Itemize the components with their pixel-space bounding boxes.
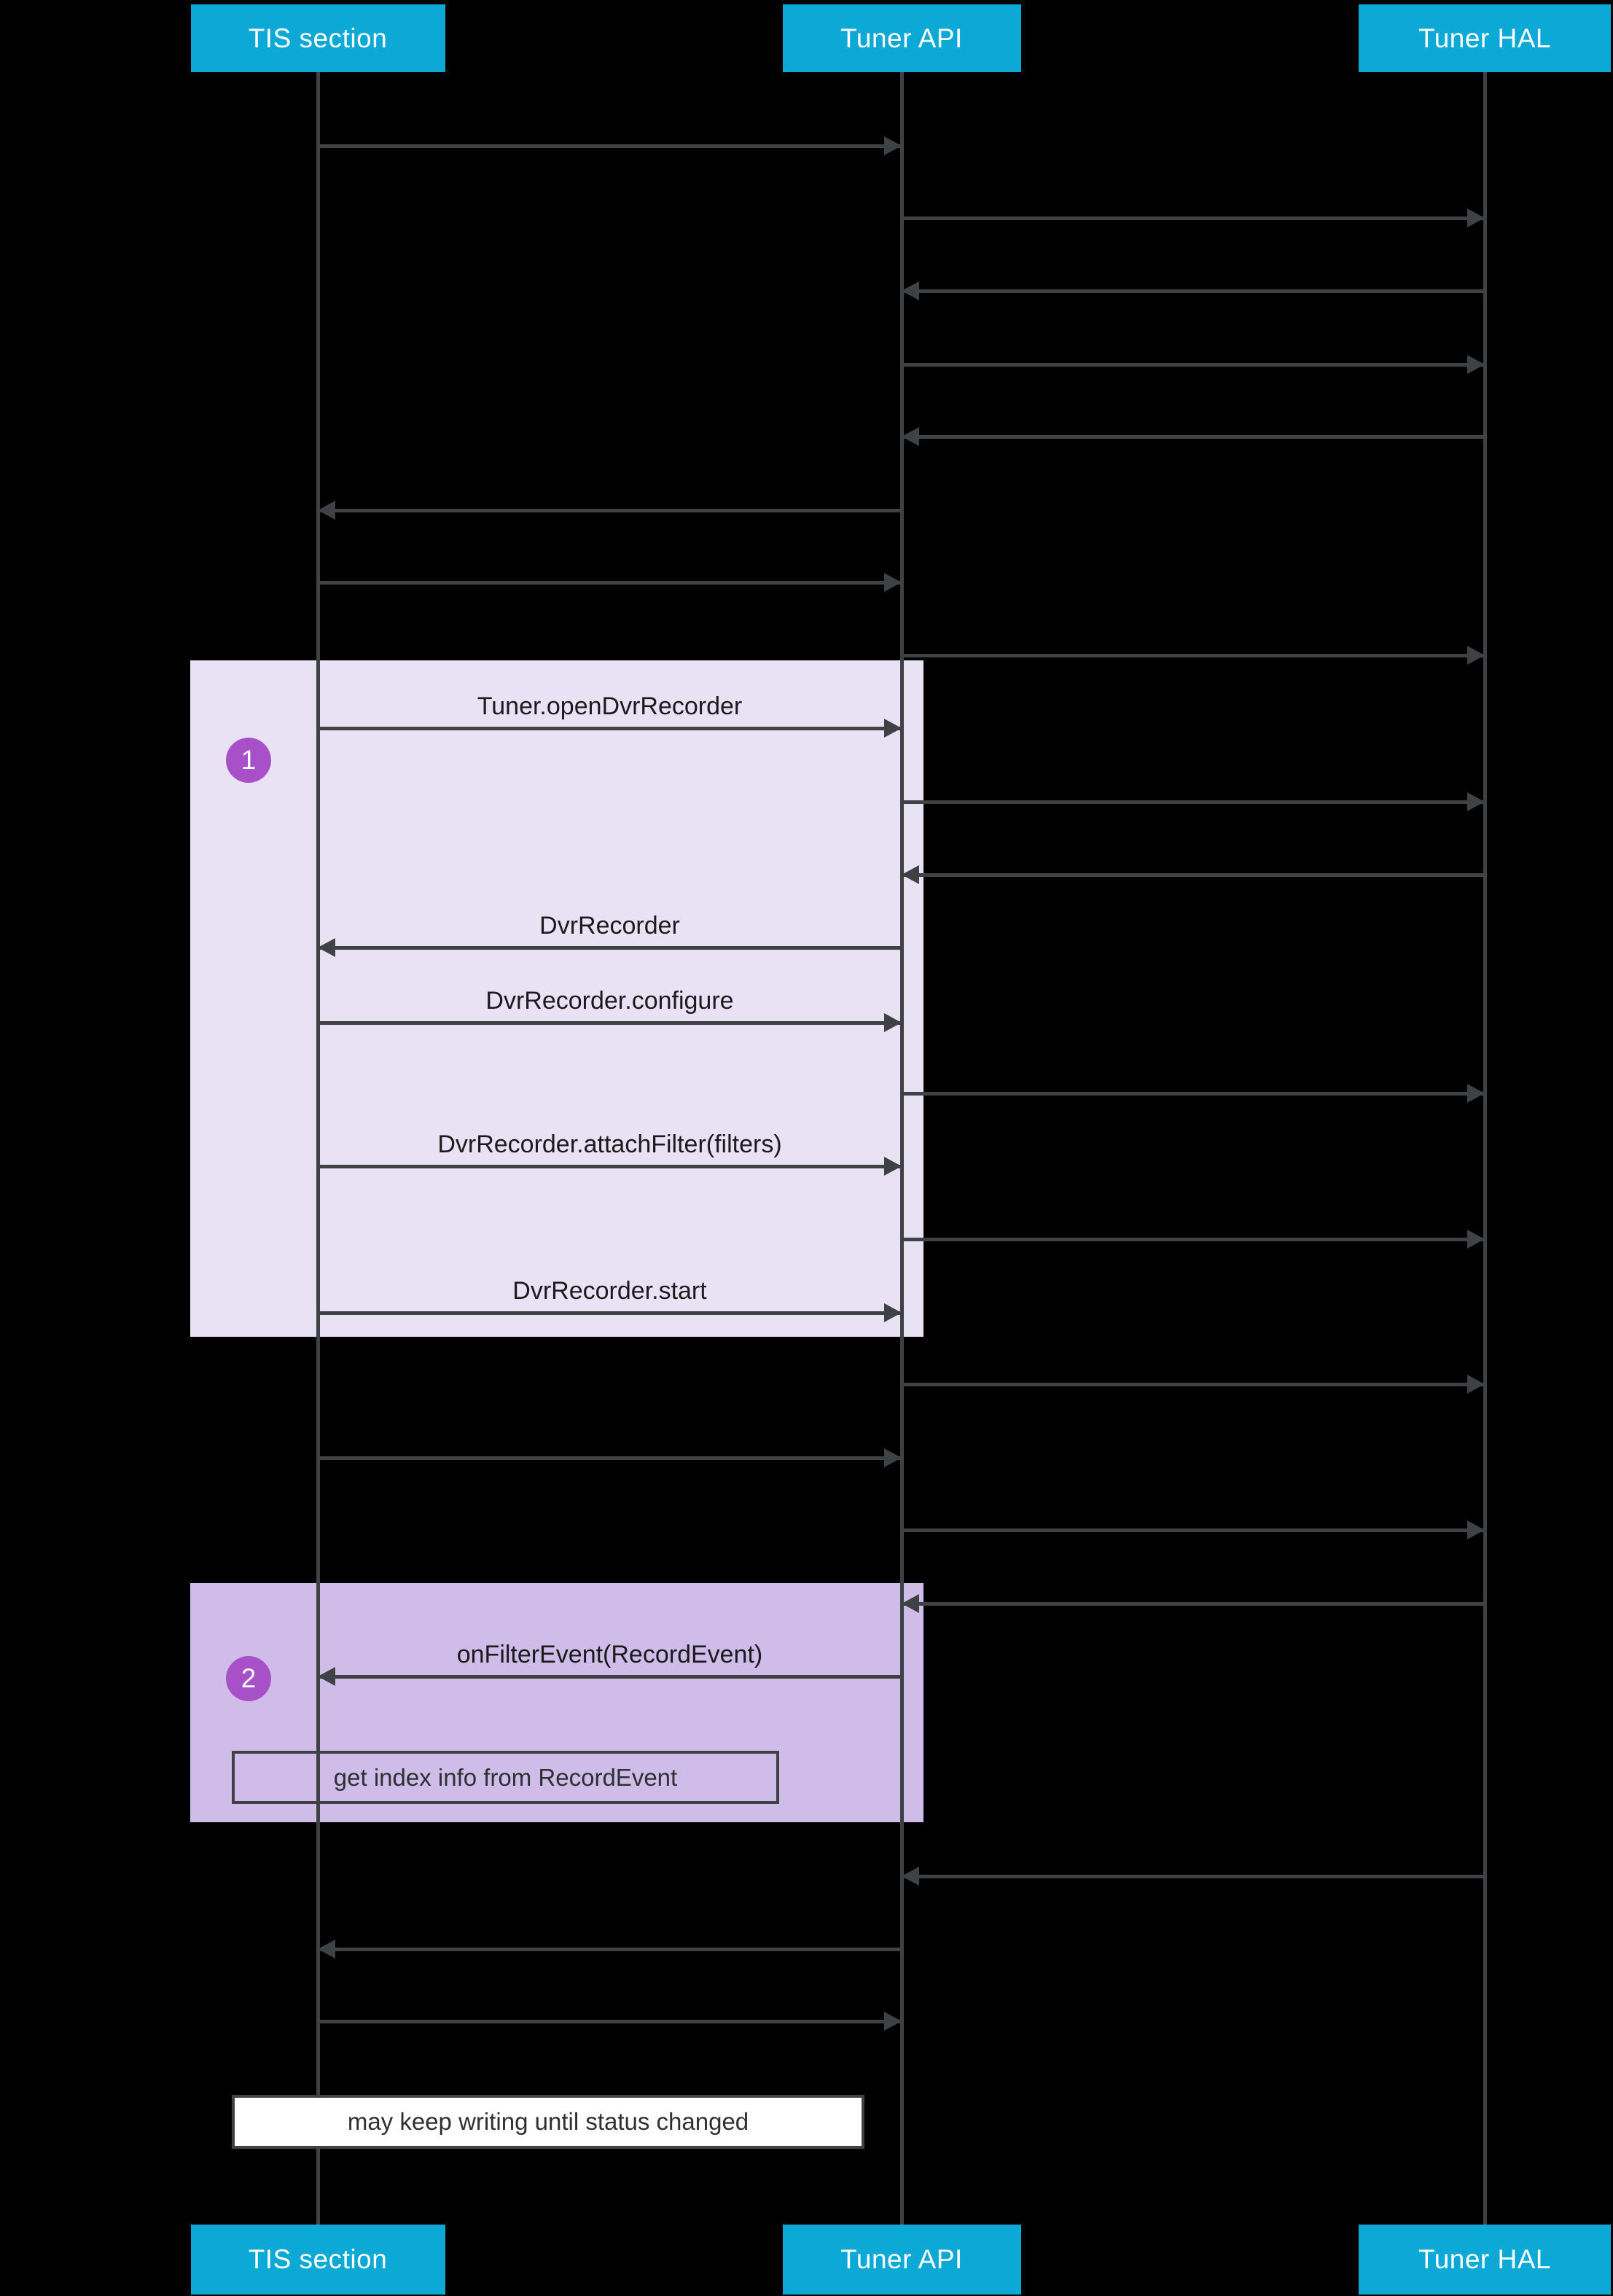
arrowhead-right-icon: [884, 719, 902, 738]
message-line: [318, 1456, 902, 1460]
message-label: Tuner.openDvrRecorder: [477, 692, 743, 720]
arrowhead-right-icon: [1467, 1084, 1485, 1103]
note-box: get index info from RecordEvent: [232, 1751, 779, 1804]
fragment-number-badge: 1: [226, 738, 271, 783]
message-line: [318, 1164, 902, 1168]
message-line: [318, 2019, 902, 2023]
arrowhead-right-icon: [884, 573, 902, 592]
lifeline: [316, 72, 320, 2225]
message-line: [318, 144, 902, 148]
message-line: [318, 945, 902, 950]
arrowhead-left-icon: [902, 427, 919, 446]
lifeline: [1483, 72, 1487, 2225]
message-label: DvrRecorder.attachFilter(filters): [437, 1131, 782, 1158]
message-line: [902, 800, 1485, 804]
arrowhead-left-icon: [318, 1667, 335, 1686]
arrowhead-right-icon: [884, 1013, 902, 1032]
message-line: [318, 1674, 902, 1679]
arrowhead-right-icon: [884, 1157, 902, 1176]
message-line: [318, 1020, 902, 1025]
message-line: [902, 362, 1485, 367]
message-label: DvrRecorder.start: [512, 1277, 707, 1305]
participant-footer: TIS section: [190, 2225, 445, 2295]
fragment-box: [190, 1583, 923, 1822]
message-label: DvrRecorder.configure: [485, 987, 734, 1015]
message-line: [318, 508, 902, 512]
message-line: [902, 1528, 1485, 1532]
arrowhead-left-icon: [902, 1867, 919, 1886]
participant-footer: Tuner HAL: [1359, 2225, 1611, 2295]
arrowhead-right-icon: [884, 2012, 902, 2031]
arrowhead-right-icon: [884, 1303, 902, 1322]
participant-header: Tuner HAL: [1359, 4, 1611, 72]
message-line: [902, 216, 1485, 220]
arrowhead-right-icon: [1467, 792, 1485, 811]
arrowhead-left-icon: [902, 281, 919, 300]
arrowhead-right-icon: [884, 1448, 902, 1467]
arrowhead-right-icon: [1467, 1375, 1485, 1394]
fragment-box: [190, 660, 923, 1337]
message-line: [902, 1601, 1485, 1606]
message-line: [902, 653, 1485, 657]
participant-header: TIS section: [190, 4, 445, 72]
arrowhead-left-icon: [318, 1940, 335, 1959]
arrowhead-left-icon: [318, 501, 335, 520]
fragment-number-badge: 2: [226, 1656, 271, 1701]
arrowhead-left-icon: [902, 1594, 919, 1613]
participant-header: Tuner API: [782, 4, 1021, 72]
message-label: DvrRecorder: [539, 912, 680, 940]
arrowhead-left-icon: [902, 865, 919, 884]
arrowhead-right-icon: [1467, 208, 1485, 227]
arrowhead-right-icon: [1467, 355, 1485, 374]
message-line: [902, 872, 1485, 877]
arrowhead-right-icon: [1467, 1520, 1485, 1539]
message-line: [902, 289, 1485, 293]
message-label: onFilterEvent(RecordEvent): [456, 1641, 763, 1668]
arrowhead-right-icon: [1467, 1230, 1485, 1249]
message-line: [902, 1382, 1485, 1386]
message-line: [318, 580, 902, 585]
arrowhead-right-icon: [1467, 646, 1485, 665]
lifeline: [899, 72, 904, 2225]
arrowhead-left-icon: [318, 938, 335, 957]
message-line: [902, 1874, 1485, 1878]
participant-footer: Tuner API: [782, 2225, 1021, 2295]
message-line: [902, 1237, 1485, 1241]
message-line: [902, 1091, 1485, 1096]
message-line: [318, 1311, 902, 1315]
note-box: may keep writing until status changed: [232, 2095, 864, 2149]
message-line: [902, 434, 1485, 439]
message-line: [318, 1947, 902, 1951]
arrowhead-right-icon: [884, 136, 902, 155]
message-line: [318, 726, 902, 730]
